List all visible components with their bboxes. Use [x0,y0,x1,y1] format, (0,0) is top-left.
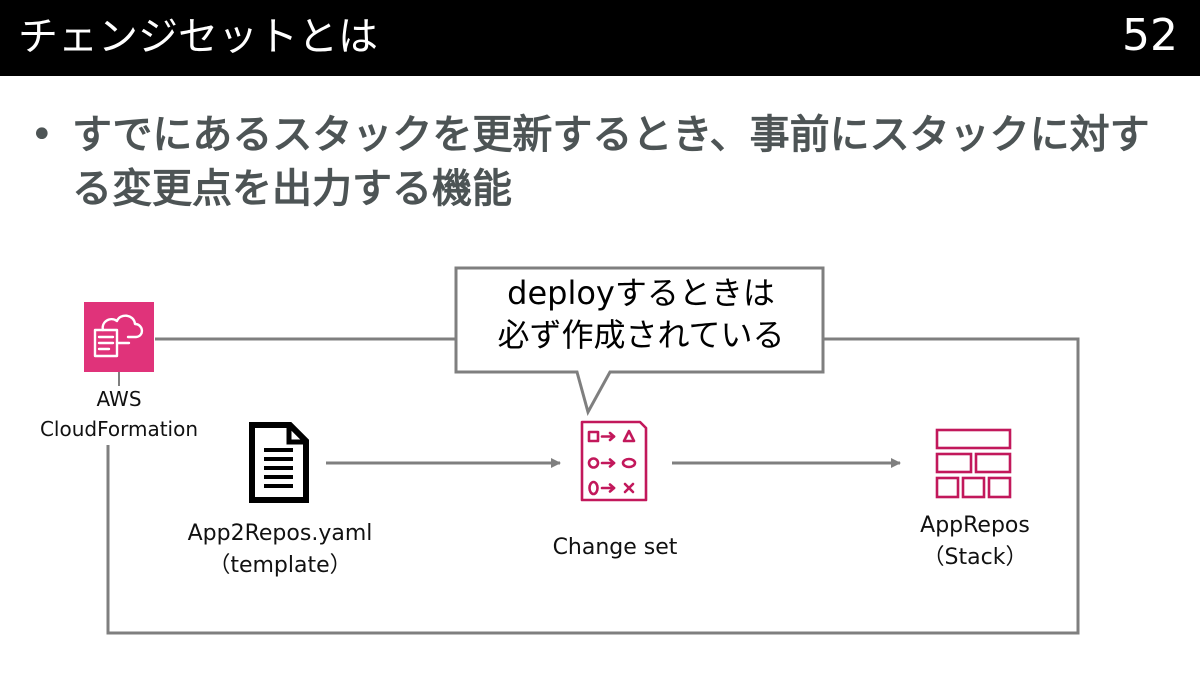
bullet-text: すでにあるスタックを更新するとき、事前にスタックに対する変更点を出力する機能 [72,112,1150,212]
callout-text: deployするときは 必ず作成されている [458,272,824,356]
stack-icon [935,428,1012,499]
page-number: 52 [1122,10,1178,61]
template-label: App2Repos.yaml （template） [187,521,373,578]
cloudformation-icon [84,302,154,372]
bullet-marker: • [30,112,54,158]
changeset-icon [580,420,648,502]
slide-title: チェンジセットとは [18,14,378,60]
cloudformation-label: AWS CloudFormation [39,387,199,441]
callout-line-1: deployするときは [507,274,775,312]
title-bar: チェンジセットとは 52 [0,0,1200,76]
callout-bubble [454,266,825,416]
document-icon [249,422,309,503]
changeset-label: Change set [552,535,678,560]
stack-label: AppRepos （Stack） [920,513,1030,570]
callout-line-2: 必ず作成されている [497,316,785,354]
